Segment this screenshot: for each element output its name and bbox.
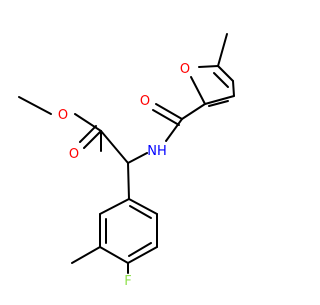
bond-ring-methyl	[71, 246, 101, 264]
bond-alpha-c-n	[127, 152, 148, 164]
bond-amide-c-o-double-a	[155, 103, 183, 120]
structure-diagram: O O O O NH F	[18, 33, 235, 289]
ester-carbonyl-oxygen-label: O	[69, 147, 79, 162]
bond-ring-6-1-inner	[129, 205, 152, 219]
bond-furan-c3-c2-a	[204, 95, 235, 105]
bond-ring-3-4	[99, 246, 129, 264]
fluorine-label: F	[124, 274, 131, 289]
bond-furan-methyl	[217, 33, 228, 67]
amide-oxygen-label: O	[140, 94, 150, 109]
bond-ring-4-5-inner	[128, 242, 152, 257]
ester-ether-oxygen-label: O	[58, 108, 68, 123]
furan-oxygen-label: O	[180, 62, 190, 77]
atom-labels: O O O O NH F	[58, 62, 190, 289]
bond-furan-o-c5	[198, 65, 219, 68]
bond-furan-c5-c4-b	[213, 72, 229, 88]
bond-ester-c-o-double-b	[79, 125, 97, 143]
bond-ring-1-2	[99, 198, 130, 215]
bond-ester-o-carbonyl-c	[74, 113, 102, 132]
bond-furan-c5-c4-a	[217, 65, 234, 82]
molecule-structure-canvas: O O O O NH F	[18, 33, 235, 289]
bonds	[18, 33, 235, 274]
bond-amide-c-o-double-b	[152, 109, 180, 126]
bond-ring-6-1	[128, 198, 158, 215]
bond-methyl-ester-o	[18, 96, 52, 115]
bond-amide-c-furan	[181, 103, 206, 120]
bond-ring-4-5	[127, 246, 158, 264]
bond-ester-c-alpha-c	[100, 130, 129, 164]
amide-nitrogen-label: NH	[147, 144, 167, 159]
bond-n-amide-c	[165, 118, 183, 142]
bond-furan-c2-o	[190, 76, 206, 105]
bond-ester-c-o-double-a	[83, 130, 102, 149]
bond-alpha-c-aryl	[127, 162, 130, 200]
bond-furan-c3-c2-b	[208, 100, 229, 107]
bond-furan-c4-c3	[232, 80, 235, 97]
